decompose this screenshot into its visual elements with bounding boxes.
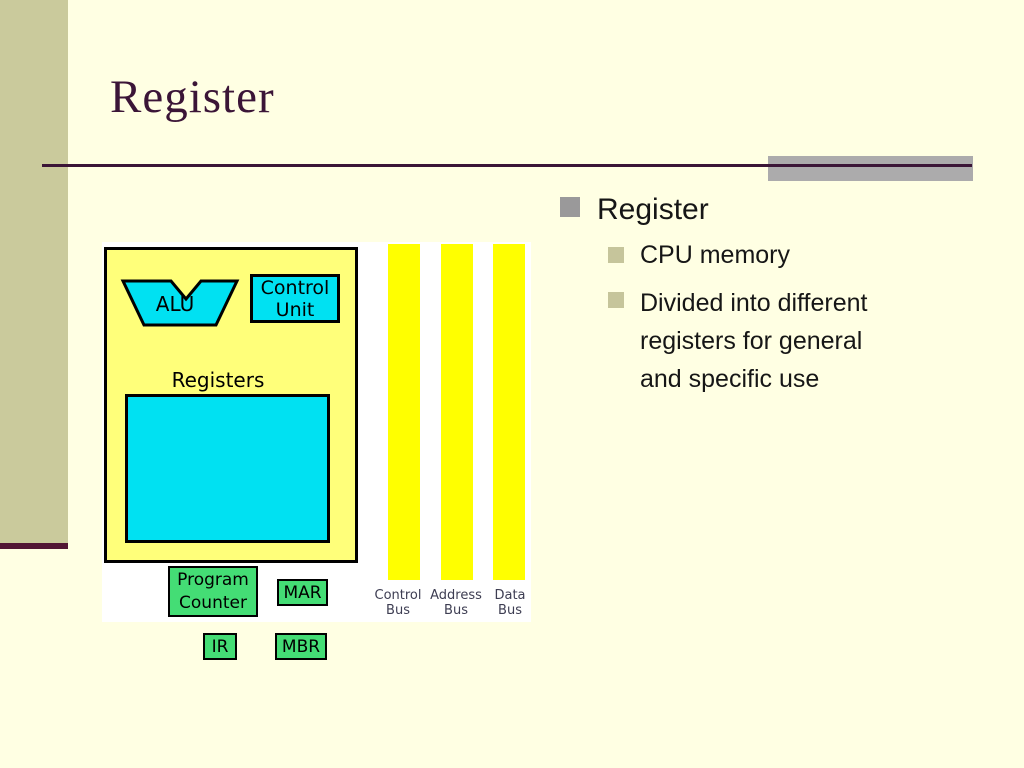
data-bus-label: Data Bus (478, 588, 542, 618)
control-bus-label: Control Bus (366, 588, 430, 618)
alu-label: ALU (155, 292, 195, 316)
program-counter-box: Program Counter (168, 566, 258, 617)
bus-label-line: Bus (498, 603, 522, 618)
title-rule-accent-bar (768, 156, 973, 181)
registers-title: Registers (171, 368, 265, 392)
sidebar-accent-bar (0, 543, 68, 549)
bus-label-line: Bus (386, 603, 410, 618)
bullet-text-divided-registers: Divided into different registers for gen… (640, 284, 867, 398)
bus-label-line: Address (430, 588, 482, 603)
mbr-box: MBR (275, 633, 327, 660)
mar-box: MAR (277, 579, 328, 606)
control-unit-box: Control Unit (250, 274, 340, 323)
bus-label-line: Bus (444, 603, 468, 618)
bus-label-line: Data (494, 588, 526, 603)
bullet-text-cpu-memory: CPU memory (640, 241, 791, 269)
control-bus-bar (388, 244, 420, 580)
bullet-square-level2 (608, 247, 624, 263)
ir-box: IR (203, 633, 237, 660)
bullet-line: and specific use (640, 365, 820, 393)
bullet-text-register: Register (597, 193, 709, 226)
title-rule-line (42, 164, 972, 167)
data-bus-bar (493, 244, 525, 580)
bullet-line: registers for general (640, 327, 863, 355)
registers-box: Program Counter MAR IR MBR (125, 394, 330, 660)
address-bus-bar (441, 244, 473, 580)
alu-shape (120, 279, 240, 327)
bus-label-line: Control (374, 588, 422, 603)
address-bus-label: Address Bus (424, 588, 488, 618)
sidebar-band (0, 0, 68, 543)
bullet-line: Divided into different (640, 289, 868, 317)
bullet-square-level2 (608, 292, 624, 308)
bullet-square-level1 (560, 197, 580, 217)
cpu-diagram-image: ALU Control Unit Registers Program Count… (102, 242, 531, 660)
slide-title: Register (110, 71, 275, 123)
